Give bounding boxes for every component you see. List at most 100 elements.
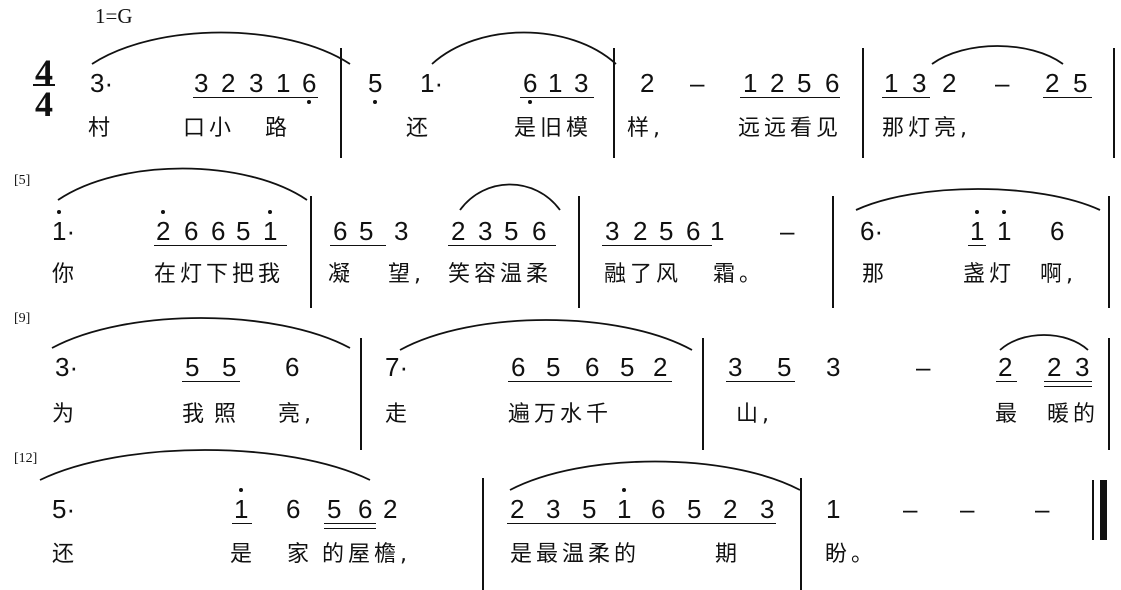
note-numeral: 1 (826, 494, 841, 524)
note-numeral: 6 (211, 216, 226, 246)
note-numeral: – (780, 216, 795, 246)
lyric-syllable: 盏灯 (963, 262, 1016, 287)
note-numeral: 6 (523, 68, 538, 98)
lyric-syllable: 最 (995, 402, 1022, 427)
note-numeral: 2 (383, 494, 398, 524)
slur (57, 167, 308, 201)
barline (832, 196, 834, 308)
lyric-syllable: 融了风 (604, 262, 683, 287)
key-signature: 1=G (95, 4, 133, 28)
barline (702, 338, 704, 450)
note-numeral: 3 (1075, 352, 1090, 382)
note-numeral: 1 (743, 68, 758, 98)
note-numeral: 2 (770, 68, 785, 98)
slur-layer (39, 31, 1101, 491)
note-numeral: 6 (825, 68, 840, 98)
barline (310, 196, 312, 308)
note-numeral: 2 (1047, 352, 1062, 382)
lyric-syllable: 期 (715, 542, 742, 567)
slur (39, 449, 371, 481)
octave-up-dot (268, 210, 272, 214)
note-numeral: 2 (942, 68, 957, 98)
lyric-syllable: 样, (627, 116, 664, 141)
lyric-syllable: 山, (736, 402, 773, 427)
note-numeral: 2 (156, 216, 171, 246)
lyric-syllable: 笑容温柔 (448, 262, 553, 287)
note-numeral: 6 (358, 494, 373, 524)
beam-underline (602, 245, 712, 246)
beam-underline (154, 245, 287, 246)
note-numeral: 6· (860, 216, 884, 246)
note-numeral: 5 (368, 68, 383, 98)
time-signature-bottom: 4 (35, 84, 53, 124)
note-numeral: 6 (686, 216, 701, 246)
beam-underline (508, 381, 672, 382)
note-numeral: 3 (760, 494, 775, 524)
beam-underline (1044, 381, 1092, 382)
octave-up-dot (161, 210, 165, 214)
lyric-syllable: 那 (862, 262, 889, 287)
lyric-syllable: 啊, (1040, 262, 1077, 287)
lyric-syllable: 凝 (328, 262, 355, 287)
note-numeral: 1· (52, 216, 76, 246)
note-numeral: 5 (797, 68, 812, 98)
note-numeral: 1 (617, 494, 632, 524)
note-numeral: 2 (451, 216, 466, 246)
note-numeral: 2 (723, 494, 738, 524)
note-numeral: 6 (285, 352, 300, 382)
lyric-syllable: 霜。 (713, 262, 766, 287)
lyric-syllable: 是 (230, 542, 257, 567)
beam-underline (232, 523, 252, 524)
beam-underline (507, 523, 776, 524)
note-numeral: 6 (286, 494, 301, 524)
note-numeral: – (995, 68, 1010, 98)
note-numeral: 5 (236, 216, 251, 246)
octave-down-dot (528, 100, 532, 104)
barline (800, 478, 802, 590)
beam-underline (324, 528, 376, 529)
note-numeral: 1 (276, 68, 291, 98)
beam-underline (324, 523, 376, 524)
lyric-syllable: 遍万水千 (508, 402, 613, 427)
lyric-syllable: 还 (52, 542, 79, 567)
beam-underline (448, 245, 556, 246)
note-numeral: 5 (687, 494, 702, 524)
slur (431, 31, 617, 65)
lyric-syllable: 还 (406, 116, 433, 141)
beam-underline (182, 381, 240, 382)
note-numeral: 1 (263, 216, 278, 246)
beam-underline (968, 245, 986, 246)
time-signature-top: 4 (35, 52, 53, 92)
note-numeral: 6 (1050, 216, 1065, 246)
note-numeral: 3· (55, 352, 79, 382)
beam-underline (740, 97, 840, 98)
lyric-syllable: 望, (388, 262, 425, 287)
lyric-syllable: 那灯亮, (882, 116, 971, 141)
note-numeral: 3 (728, 352, 743, 382)
beam-underline (882, 97, 930, 98)
note-numeral: 3 (826, 352, 841, 382)
lyric-syllable: 是最温柔的 (510, 542, 641, 567)
note-numeral: 5 (777, 352, 792, 382)
barline (862, 48, 864, 158)
note-numeral: – (916, 352, 931, 382)
octave-up-dot (622, 488, 626, 492)
note-numeral: 3 (574, 68, 589, 98)
beam-underline (193, 97, 318, 98)
barline (360, 338, 362, 450)
time-signature-divider (33, 84, 55, 86)
note-numeral: 6 (651, 494, 666, 524)
note-numeral: – (690, 68, 705, 98)
measure-number: [12] (14, 451, 38, 466)
note-numeral: 7· (385, 352, 409, 382)
lyric-syllable: 亮, (278, 402, 315, 427)
lyric-syllable: 村 (88, 116, 115, 141)
note-numeral: 2 (510, 494, 525, 524)
note-numeral: 5 (504, 216, 519, 246)
note-numeral: 3· (90, 68, 114, 98)
note-numeral: 3 (546, 494, 561, 524)
note-numeral: 5 (1073, 68, 1088, 98)
beam-underline (520, 97, 594, 98)
lyric-syllable: 照 (214, 402, 241, 427)
